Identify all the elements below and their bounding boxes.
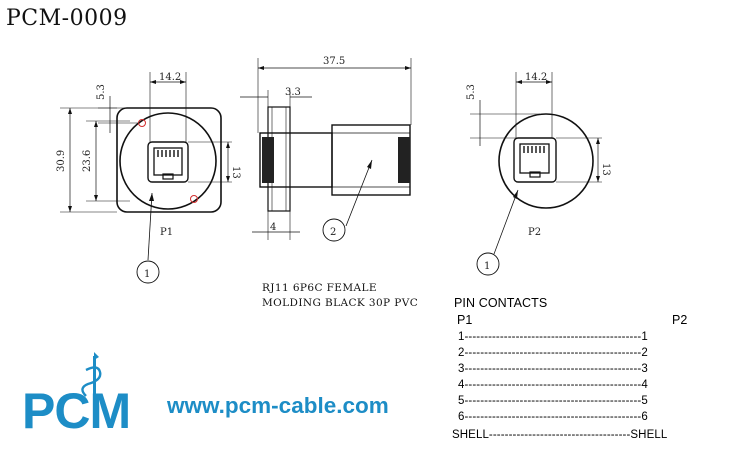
callout-left-number: 1 <box>144 269 150 280</box>
label-p1: P1 <box>160 227 173 238</box>
pin-row-shell: SHELL-----------------------------------… <box>452 429 668 441</box>
brand-logo: PCM <box>22 383 131 439</box>
pin-row: 5---------------------------------------… <box>458 395 648 407</box>
page-title: PCM-0009 <box>6 6 128 31</box>
pin-col-left: P1 <box>457 313 473 327</box>
dim-side-flange: 3.3 <box>285 87 301 98</box>
front-view-p1-pins <box>157 150 179 157</box>
pin-row: 3---------------------------------------… <box>458 363 648 375</box>
front-view-p2 <box>470 72 602 276</box>
side-view <box>240 58 412 242</box>
front-view-p1-port-frame <box>147 141 189 183</box>
cable-note-line2: MOLDING BLACK 30P PVC <box>262 297 419 309</box>
front-view-p2-port-frame <box>513 137 557 183</box>
logo-mark <box>81 352 102 412</box>
callout-circle-left <box>136 260 160 284</box>
dim-left-outer-height: 30.9 <box>56 150 67 172</box>
dim-left-inner-height: 23.6 <box>82 150 93 172</box>
cable-note-line1: RJ11 6P6C FEMALE <box>262 282 377 294</box>
dim-right-port-height: 13 <box>600 163 611 176</box>
dim-side-bottom: 4 <box>270 222 276 233</box>
front-view-p1 <box>60 72 232 284</box>
dim-right-width: 14.2 <box>525 72 547 83</box>
dim-left-port-height: 13 <box>230 166 241 179</box>
front-view-p2-port-opening <box>519 143 550 174</box>
front-view-p1-body <box>119 112 217 210</box>
label-p2: P2 <box>528 227 541 238</box>
dim-left-width: 14.2 <box>159 72 181 83</box>
front-view-p2-pins <box>523 146 545 153</box>
front-view-p1-hole-bottom <box>190 195 198 203</box>
website-url[interactable]: www.pcm-cable.com <box>167 393 389 418</box>
callout-right-number: 1 <box>484 261 490 272</box>
callout-circle-right <box>476 252 500 276</box>
pin-row: 2---------------------------------------… <box>458 347 648 359</box>
callout-center-number: 2 <box>330 227 336 238</box>
front-view-p1-flange <box>116 107 222 213</box>
callout-circle-center <box>322 218 346 242</box>
pin-row: 6---------------------------------------… <box>458 411 648 423</box>
pin-row: 1---------------------------------------… <box>458 331 648 343</box>
dim-side-length: 37.5 <box>323 56 345 67</box>
pin-col-right: P2 <box>672 313 688 327</box>
front-view-p2-body <box>498 113 594 209</box>
dim-right-offset: 5.3 <box>466 84 477 100</box>
dim-left-offset: 5.3 <box>96 84 107 100</box>
front-view-p1-port-opening <box>153 147 183 176</box>
pin-contacts-heading: PIN CONTACTS <box>454 296 548 310</box>
pin-row: 4---------------------------------------… <box>458 379 648 391</box>
front-view-p1-latch <box>162 173 174 180</box>
